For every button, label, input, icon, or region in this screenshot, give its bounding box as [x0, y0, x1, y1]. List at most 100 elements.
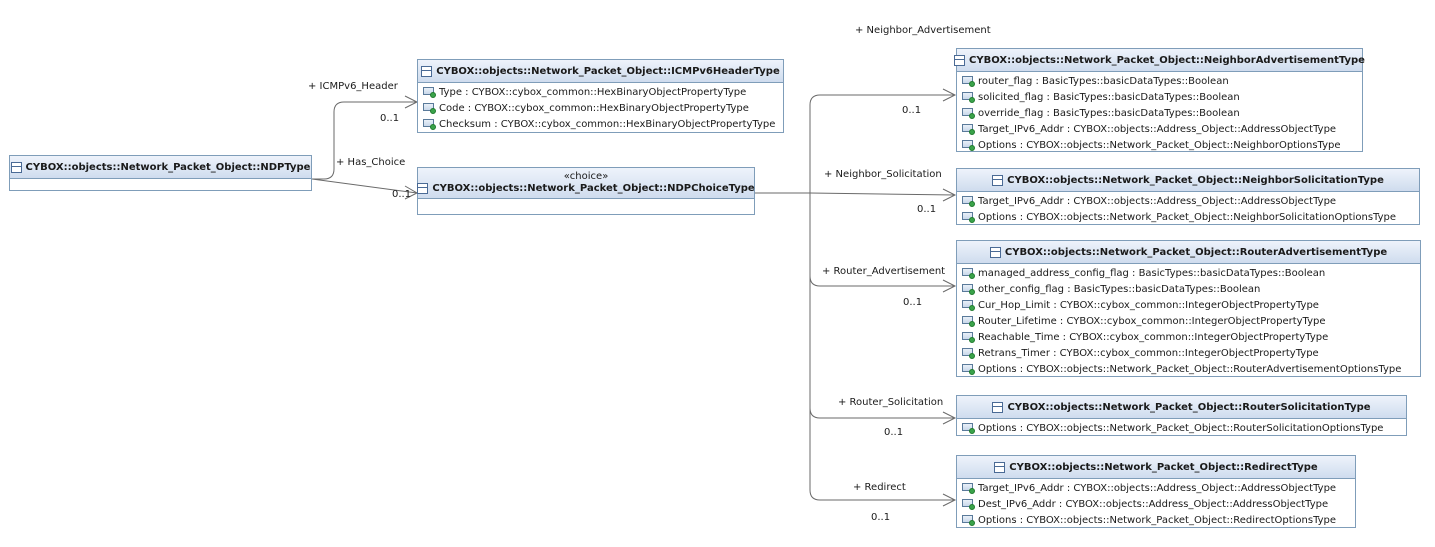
arrow-rd [942, 493, 957, 507]
attribute-icon [962, 332, 975, 343]
class-icon [421, 65, 433, 77]
class-name: CYBOX::objects::Network_Packet_Object::N… [25, 161, 311, 173]
attribute-text: Reachable_Time : CYBOX::cybox_common::In… [978, 331, 1329, 343]
attribute[interactable]: Code : CYBOX::cybox_common::HexBinaryObj… [418, 100, 783, 116]
attribute-text: Type : CYBOX::cybox_common::HexBinaryObj… [439, 86, 747, 98]
class-ndp-choice-type[interactable]: «choice» CYBOX::objects::Network_Packet_… [417, 167, 755, 215]
attribute[interactable]: Options : CYBOX::objects::Network_Packet… [957, 361, 1420, 377]
attribute-icon [962, 212, 975, 223]
attribute[interactable]: Options : CYBOX::objects::Network_Packet… [957, 137, 1362, 153]
attribute-text: solicited_flag : BasicTypes::basicDataTy… [978, 91, 1240, 103]
attribute-icon [962, 196, 975, 207]
class-router-advertisement-type[interactable]: CYBOX::objects::Network_Packet_Object::R… [956, 240, 1421, 377]
class-name: CYBOX::objects::Network_Packet_Object::N… [432, 183, 755, 194]
class-header: CYBOX::objects::Network_Packet_Object::N… [10, 156, 311, 179]
attribute-text: Target_IPv6_Addr : CYBOX::objects::Addre… [978, 195, 1337, 207]
attribute-icon [962, 108, 975, 119]
attribute[interactable]: solicited_flag : BasicTypes::basicDataTy… [957, 89, 1362, 105]
attribute-icon [962, 140, 975, 151]
attribute-text: Code : CYBOX::cybox_common::HexBinaryObj… [439, 102, 749, 114]
multiplicity-router-advertisement: 0..1 [903, 297, 923, 308]
attribute-icon [962, 124, 975, 135]
class-name: CYBOX::objects::Network_Packet_Object::N… [1007, 174, 1384, 186]
attribute[interactable]: override_flag : BasicTypes::basicDataTyp… [957, 105, 1362, 121]
attribute[interactable]: Checksum : CYBOX::cybox_common::HexBinar… [418, 116, 783, 132]
attribute-list: Target_IPv6_Addr : CYBOX::objects::Addre… [957, 192, 1419, 227]
attribute-text: override_flag : BasicTypes::basicDataTyp… [978, 107, 1240, 119]
attribute-text: Options : CYBOX::objects::Network_Packet… [978, 363, 1402, 375]
attribute-icon [962, 316, 975, 327]
arrow-ns [942, 188, 957, 202]
class-header: CYBOX::objects::Network_Packet_Object::R… [957, 241, 1420, 264]
attribute[interactable]: Router_Lifetime : CYBOX::cybox_common::I… [957, 313, 1420, 329]
attribute-icon [962, 284, 975, 295]
multiplicity-icmpv6-header: 0..1 [380, 113, 400, 124]
attribute-list: Type : CYBOX::cybox_common::HexBinaryObj… [418, 83, 783, 134]
class-header: CYBOX::objects::Network_Packet_Object::R… [957, 456, 1355, 479]
attribute[interactable]: Retrans_Timer : CYBOX::cybox_common::Int… [957, 345, 1420, 361]
stereotype-label: «choice» [563, 171, 609, 182]
empty-compartment [10, 179, 311, 189]
attribute[interactable]: Type : CYBOX::cybox_common::HexBinaryObj… [418, 84, 783, 100]
attribute-icon [962, 300, 975, 311]
attribute[interactable]: router_flag : BasicTypes::basicDataTypes… [957, 73, 1362, 89]
attribute-icon [962, 483, 975, 494]
role-label-neighbor-advertisement: + Neighbor_Advertisement [855, 25, 991, 36]
class-ndp-type[interactable]: CYBOX::objects::Network_Packet_Object::N… [9, 155, 312, 191]
class-name: CYBOX::objects::Network_Packet_Object::R… [1007, 401, 1371, 413]
role-label-neighbor-solicitation: + Neighbor_Solicitation [824, 169, 942, 180]
role-label-icmpv6-header: + ICMPv6_Header [308, 81, 398, 92]
branch-line-na [809, 94, 955, 193]
attribute-text: Cur_Hop_Limit : CYBOX::cybox_common::Int… [978, 299, 1319, 311]
role-label-router-advertisement: + Router_Advertisement [822, 266, 946, 277]
class-icon [992, 401, 1004, 413]
branch-line-ns [809, 192, 956, 196]
attribute[interactable]: other_config_flag : BasicTypes::basicDat… [957, 281, 1420, 297]
attribute[interactable]: Options : CYBOX::objects::Network_Packet… [957, 512, 1355, 528]
attribute-icon [962, 423, 975, 434]
class-header: «choice» CYBOX::objects::Network_Packet_… [417, 168, 755, 199]
attribute-text: other_config_flag : BasicTypes::basicDat… [978, 283, 1261, 295]
arrow-na [942, 88, 957, 102]
attribute[interactable]: Target_IPv6_Addr : CYBOX::objects::Addre… [957, 480, 1355, 496]
arrow-rs [942, 411, 957, 425]
branch-line-rd [809, 408, 955, 501]
attribute[interactable]: Reachable_Time : CYBOX::cybox_common::In… [957, 329, 1420, 345]
attribute[interactable]: Cur_Hop_Limit : CYBOX::cybox_common::Int… [957, 297, 1420, 313]
multiplicity-neighbor-advertisement: 0..1 [902, 105, 922, 116]
attribute[interactable]: Target_IPv6_Addr : CYBOX::objects::Addre… [957, 121, 1362, 137]
attribute-text: Dest_IPv6_Addr : CYBOX::objects::Address… [978, 498, 1329, 510]
attribute-icon [962, 76, 975, 87]
attribute-icon [962, 364, 975, 375]
attribute[interactable]: Target_IPv6_Addr : CYBOX::objects::Addre… [957, 193, 1419, 209]
class-neighbor-advertisement-type[interactable]: CYBOX::objects::Network_Packet_Object::N… [954, 48, 1365, 155]
attribute-icon [423, 103, 436, 114]
multiplicity-redirect: 0..1 [871, 512, 891, 523]
arrow-ra [942, 279, 957, 293]
multiplicity-router-solicitation: 0..1 [884, 427, 904, 438]
attribute[interactable]: Options : CYBOX::objects::Network_Packet… [957, 420, 1406, 436]
attribute-list: Options : CYBOX::objects::Network_Packet… [957, 419, 1406, 438]
attribute-text: Router_Lifetime : CYBOX::cybox_common::I… [978, 315, 1326, 327]
attribute-icon [423, 119, 436, 130]
role-label-redirect: + Redirect [853, 482, 906, 493]
class-name: CYBOX::objects::Network_Packet_Object::I… [436, 65, 780, 77]
attribute-text: Target_IPv6_Addr : CYBOX::objects::Addre… [978, 123, 1337, 135]
attribute[interactable]: Dest_IPv6_Addr : CYBOX::objects::Address… [957, 496, 1355, 512]
class-icmpv6-header-type[interactable]: CYBOX::objects::Network_Packet_Object::I… [417, 59, 784, 133]
class-redirect-type[interactable]: CYBOX::objects::Network_Packet_Object::R… [956, 455, 1356, 528]
class-neighbor-solicitation-type[interactable]: CYBOX::objects::Network_Packet_Object::N… [956, 168, 1420, 225]
attribute-text: Options : CYBOX::objects::Network_Packet… [978, 422, 1384, 434]
attribute-text: Target_IPv6_Addr : CYBOX::objects::Addre… [978, 482, 1337, 494]
role-label-has-choice: + Has_Choice [336, 157, 406, 168]
attribute[interactable]: managed_address_config_flag : BasicTypes… [957, 265, 1420, 281]
attribute-list: router_flag : BasicTypes::basicDataTypes… [957, 72, 1362, 155]
attribute-icon [962, 499, 975, 510]
role-label-router-solicitation: + Router_Solicitation [838, 397, 944, 408]
attribute[interactable]: Options : CYBOX::objects::Network_Packet… [957, 209, 1419, 225]
class-router-solicitation-type[interactable]: CYBOX::objects::Network_Packet_Object::R… [956, 395, 1407, 436]
attribute-text: Options : CYBOX::objects::Network_Packet… [978, 211, 1396, 223]
attribute-list: managed_address_config_flag : BasicTypes… [957, 264, 1420, 379]
attribute-text: router_flag : BasicTypes::basicDataTypes… [978, 75, 1229, 87]
